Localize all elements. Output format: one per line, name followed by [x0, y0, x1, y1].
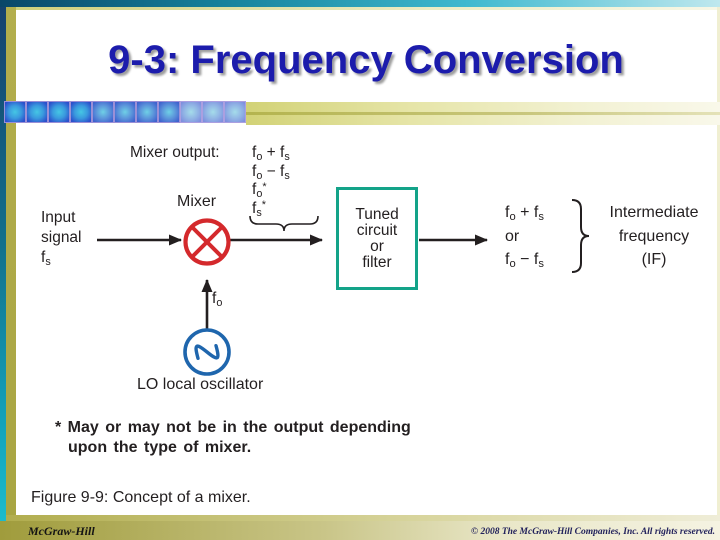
slide-title: 9-3: Frequency Conversion	[108, 38, 624, 82]
mixer-output-term: fs*	[252, 199, 266, 220]
mixer-symbol-icon	[183, 218, 231, 266]
intermediate-frequency-label: Intermediate frequency (IF)	[609, 204, 699, 268]
input-signal-label: Input signal fs	[41, 209, 82, 269]
decor-squares-row	[4, 101, 246, 123]
mixer-output-term: fo − fs	[252, 162, 290, 182]
footer-bar	[0, 521, 720, 540]
top-accent-line	[6, 7, 720, 10]
footer-brand: McGraw-Hill	[28, 524, 95, 538]
top-gradient-bar	[0, 0, 720, 7]
decor-square	[92, 101, 114, 123]
bottom-frame-line	[6, 515, 720, 521]
left-edge-bar	[0, 7, 6, 540]
footnote-line-2: upon the type of mixer.	[68, 439, 252, 456]
left-olive-bar	[6, 7, 16, 521]
mixer-output-label: Mixer output:	[130, 144, 220, 161]
sine-wave-icon	[194, 343, 220, 361]
decor-square	[180, 101, 202, 123]
lo-oscillator-label: LO local oscillator	[137, 376, 264, 393]
if-output-terms: fo + fs or fo − fs	[505, 204, 544, 271]
title-underline-band	[246, 102, 720, 125]
mixer-output-term: fo + fs	[252, 144, 290, 164]
decor-square	[158, 101, 180, 123]
decor-square	[136, 101, 158, 123]
mixer-output-terms: fo + fs fo − fs fo* fs*	[252, 144, 290, 219]
tuned-filter-box: Tuned circuit or filter	[336, 187, 418, 290]
figure-caption: Figure 9-9: Concept of a mixer.	[31, 489, 251, 506]
if-brace-icon	[571, 199, 590, 273]
mixer-label: Mixer	[177, 193, 217, 210]
decor-square	[202, 101, 224, 123]
decor-square	[48, 101, 70, 123]
footnote-line-1: * May or may not be in the output depend…	[55, 419, 411, 436]
mixer-output-term: fo*	[252, 180, 267, 201]
decor-square	[224, 101, 246, 123]
decor-square	[70, 101, 92, 123]
footer-copyright: © 2008 The McGraw-Hill Companies, Inc. A…	[471, 527, 715, 537]
right-edge-bar	[717, 7, 720, 521]
lo-frequency-label: fo	[212, 290, 223, 310]
decor-square	[4, 101, 26, 123]
decor-square	[26, 101, 48, 123]
oscillator-icon	[183, 328, 231, 376]
decor-square	[114, 101, 136, 123]
